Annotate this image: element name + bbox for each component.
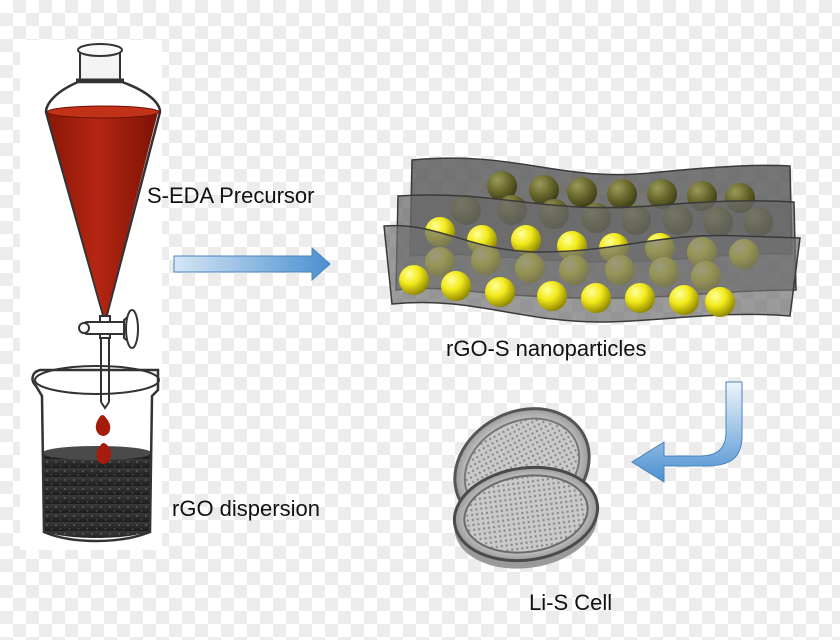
label-rgo-s-nanoparticles: rGO-S nanoparticles [446,336,647,361]
label-s-eda-precursor: S-EDA Precursor [147,183,315,208]
sulfur-sphere [485,277,515,307]
label-rgo-dispersion: rGO dispersion [172,496,320,521]
sulfur-sphere [607,179,637,209]
beaker-icon [31,365,160,543]
sulfur-sphere [581,283,611,313]
coin-cell-icon [452,407,600,569]
sulfur-sphere [567,177,597,207]
sulfur-sphere [705,287,735,317]
sulfur-sphere [669,285,699,315]
label-li-s-cell: Li-S Cell [529,590,613,615]
arrow-curved-icon [631,381,743,483]
sulfur-sphere [511,225,541,255]
sulfur-sphere [647,179,677,209]
separatory-funnel-icon [44,43,162,410]
sulfur-sphere [537,281,567,311]
sulfur-sphere [625,283,655,313]
sulfur-sphere [487,171,517,201]
arrow-right-icon [173,246,331,282]
rgo-s-nanoparticles-icon [383,157,801,323]
sulfur-sphere [441,271,471,301]
sulfur-sphere [529,175,559,205]
sulfur-sphere [399,265,429,295]
